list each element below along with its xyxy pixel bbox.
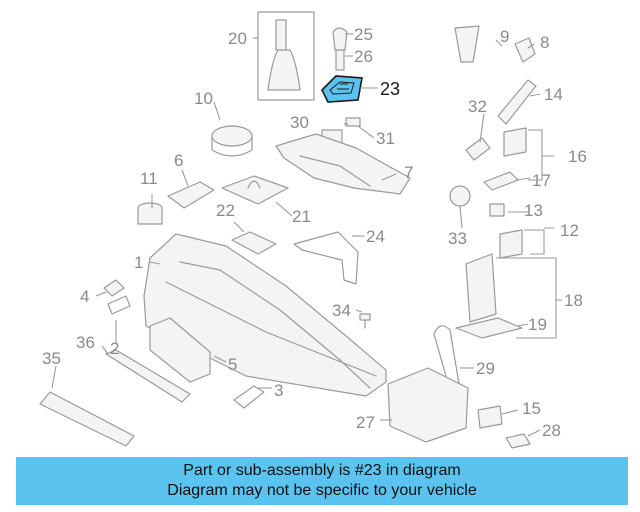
callout-36[interactable]: 36	[76, 333, 95, 352]
callout-12[interactable]: 12	[560, 221, 579, 240]
part-7-console-upper	[275, 133, 411, 195]
part-14-trim	[497, 79, 537, 125]
part-19-bracket	[455, 317, 523, 339]
part-13-clip	[489, 203, 505, 217]
part-34-screw	[359, 313, 371, 329]
callout-6[interactable]: 6	[174, 151, 183, 170]
callout-23[interactable]: 23	[380, 79, 400, 99]
exploded-parts-diagram: 20 25 26 23 9 8 14 10 30 31 32 16 17 7 1…	[39, 11, 587, 449]
part-22-bezel	[231, 231, 277, 255]
part-29-lever	[433, 325, 461, 391]
part-33-knob	[449, 185, 471, 207]
callout-7[interactable]: 7	[404, 163, 413, 182]
part-32-knob	[465, 137, 491, 161]
callout-11[interactable]: 11	[140, 169, 158, 188]
part-11-mount	[137, 202, 163, 225]
callout-10[interactable]: 10	[194, 89, 213, 108]
part-6-cover	[167, 181, 215, 209]
caption-disclaimer: Diagram may not be specific to your vehi…	[167, 482, 477, 499]
part-3-bracket	[233, 385, 265, 409]
caption-part-reference: Part or sub-assembly is #23 in diagram	[183, 462, 461, 479]
part-21-boot-frame	[221, 175, 289, 205]
part-15-pad	[477, 405, 503, 429]
part-17-bracket	[483, 171, 519, 191]
part-25-shift-knob	[332, 27, 348, 51]
part-12-switch	[499, 229, 523, 259]
part-18-panel	[465, 253, 497, 323]
callout-25[interactable]: 25	[354, 25, 373, 44]
callout-27[interactable]: 27	[356, 413, 375, 432]
callout-32[interactable]: 32	[468, 97, 487, 116]
part-1-console-body[interactable]	[143, 233, 387, 397]
callout-24[interactable]: 24	[366, 227, 385, 246]
callout-33[interactable]: 33	[448, 229, 467, 248]
part-31-clip	[345, 117, 361, 127]
callout-35[interactable]: 35	[42, 349, 61, 368]
part-16-switch-panel	[503, 127, 527, 157]
part-27-rear-base	[387, 367, 469, 443]
part-28-clip	[505, 433, 531, 449]
part-35-rail	[39, 391, 135, 447]
part-4-switch	[103, 279, 125, 297]
callout-3[interactable]: 3	[274, 381, 283, 400]
callout-26[interactable]: 26	[354, 47, 373, 66]
callout-31[interactable]: 31	[376, 129, 395, 148]
callout-14[interactable]: 14	[544, 85, 563, 104]
callout-20[interactable]: 20	[228, 29, 247, 48]
callout-16[interactable]: 16	[568, 147, 587, 166]
callout-5[interactable]: 5	[228, 355, 237, 374]
caption-banner: Part or sub-assembly is #23 in diagram D…	[16, 457, 628, 505]
callout-18[interactable]: 18	[564, 291, 583, 310]
part-36-trim-strip	[105, 349, 191, 403]
callout-15[interactable]: 15	[522, 399, 541, 418]
callout-21[interactable]: 21	[292, 207, 311, 226]
callout-2[interactable]: 2	[110, 339, 119, 358]
callout-17[interactable]: 17	[532, 171, 551, 190]
part-10-cup-holder	[211, 125, 253, 157]
callout-19[interactable]: 19	[528, 315, 547, 334]
callout-22[interactable]: 22	[216, 201, 235, 220]
part-8-bracket	[514, 37, 536, 63]
callout-1[interactable]: 1	[134, 253, 143, 272]
callout-4[interactable]: 4	[80, 287, 89, 306]
part-5-side-trim	[149, 317, 211, 383]
part-23-highlighted[interactable]	[321, 75, 363, 103]
callout-13[interactable]: 13	[524, 201, 543, 220]
part-26-knob-insert	[335, 49, 345, 71]
leader-lines	[51, 33, 562, 437]
part-20-shift-boot	[257, 11, 315, 101]
part-9-trim	[454, 25, 480, 63]
callout-9[interactable]: 9	[500, 27, 509, 46]
callout-34[interactable]: 34	[332, 301, 351, 320]
callout-30[interactable]: 30	[290, 113, 309, 132]
part-24-bracket	[293, 231, 359, 285]
callout-29[interactable]: 29	[476, 359, 495, 378]
callout-28[interactable]: 28	[542, 421, 561, 440]
callout-labels: 20 25 26 23 9 8 14 10 30 31 32 16 17 7 1…	[42, 25, 587, 440]
callout-8[interactable]: 8	[540, 33, 549, 52]
part-2-bracket	[107, 295, 131, 315]
